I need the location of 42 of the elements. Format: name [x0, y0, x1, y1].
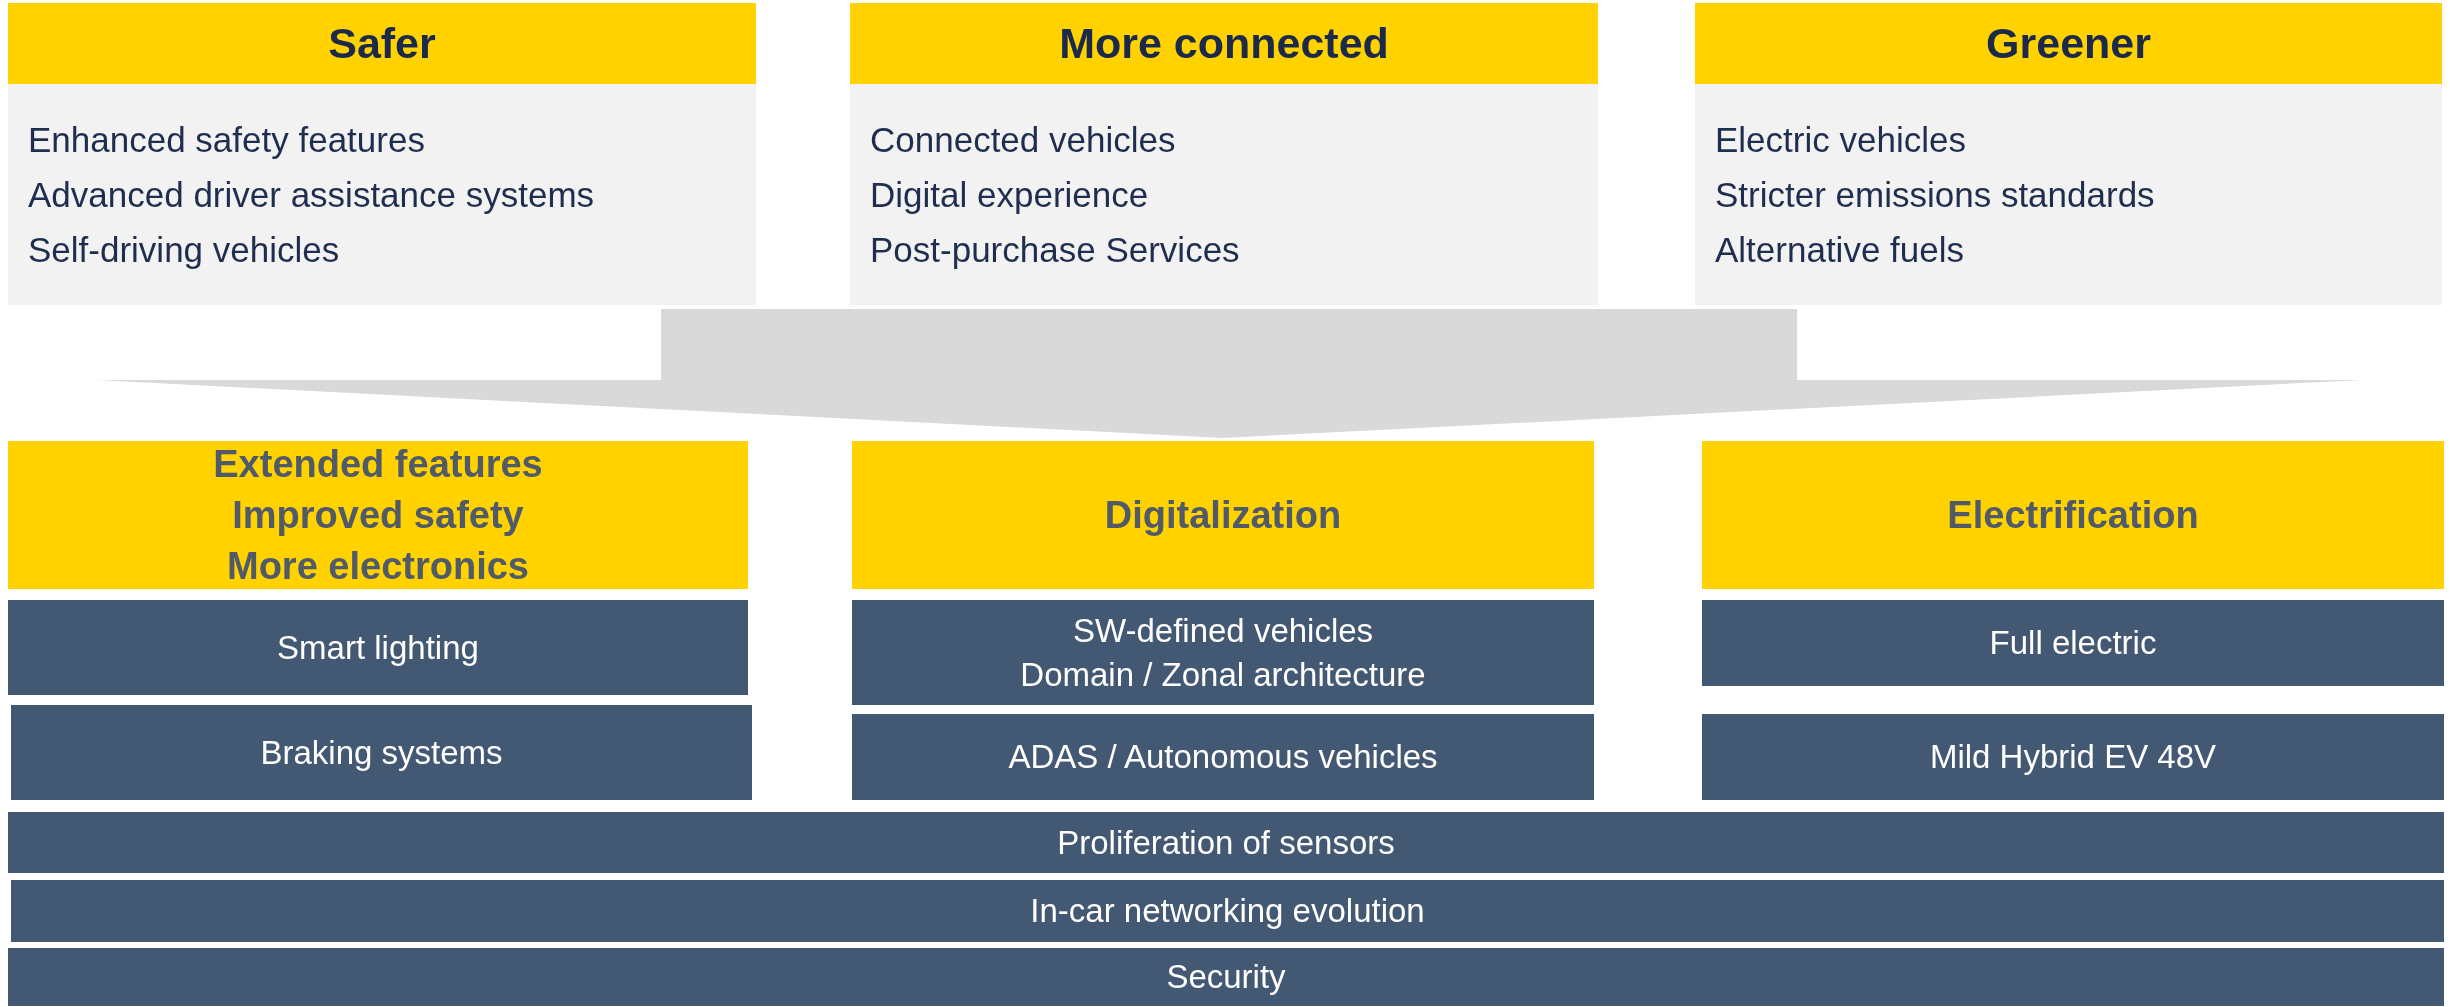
area-label: Proliferation of sensors — [1057, 822, 1395, 863]
list-item: Enhanced safety features — [28, 119, 426, 161]
focus-area-box — [852, 600, 1594, 705]
area-label: Smart lighting — [277, 627, 479, 668]
theme-title: Digitalization — [1104, 492, 1342, 538]
list-item: Advanced driver assistance systems — [28, 174, 596, 216]
list-item: Alternative fuels — [1715, 229, 1966, 271]
foundation-bar — [8, 948, 2444, 1006]
foundation-bar — [8, 812, 2444, 873]
theme-title: Electrification — [1947, 492, 2199, 538]
list-item: Self-driving vehicles — [28, 229, 341, 271]
trend-card — [1695, 3, 2442, 305]
focus-area-box — [8, 600, 748, 695]
list-item: Post-purchase Services — [870, 229, 1241, 271]
trend-card — [850, 3, 1598, 305]
list-item: Stricter emissions standards — [1715, 174, 2156, 216]
card-header: More connected — [850, 3, 1598, 84]
theme-header-box — [852, 441, 1594, 589]
theme-title: Improved safety — [232, 492, 524, 538]
focus-area-box — [852, 714, 1594, 800]
area-label: Security — [1166, 957, 1286, 997]
card-header: Greener — [1695, 3, 2442, 84]
area-label: Mild Hybrid EV 48V — [1929, 737, 2217, 777]
card-header: Safer — [8, 3, 756, 84]
list-item: Electric vehicles — [1715, 119, 1967, 161]
theme-header-box — [1702, 441, 2444, 589]
foundation-bar — [11, 880, 2444, 942]
area-label: In-car networking evolution — [1030, 891, 1425, 931]
area-label: Domain / Zonal architecture — [1020, 654, 1426, 695]
area-label: ADAS / Autonomous vehicles — [1008, 737, 1438, 777]
list-item: Connected vehicles — [870, 119, 1177, 161]
area-label: Full electric — [1989, 623, 2157, 663]
list-item: Digital experience — [870, 174, 1150, 216]
trend-card — [8, 3, 756, 305]
area-label: Braking systems — [260, 732, 503, 773]
area-label: SW-defined vehicles — [1072, 610, 1374, 651]
focus-area-box — [1702, 600, 2444, 686]
theme-header-box — [8, 441, 748, 589]
focus-area-box — [11, 705, 752, 800]
theme-title: More electronics — [227, 543, 529, 589]
focus-area-box — [1702, 714, 2444, 800]
theme-title: Extended features — [213, 441, 543, 487]
